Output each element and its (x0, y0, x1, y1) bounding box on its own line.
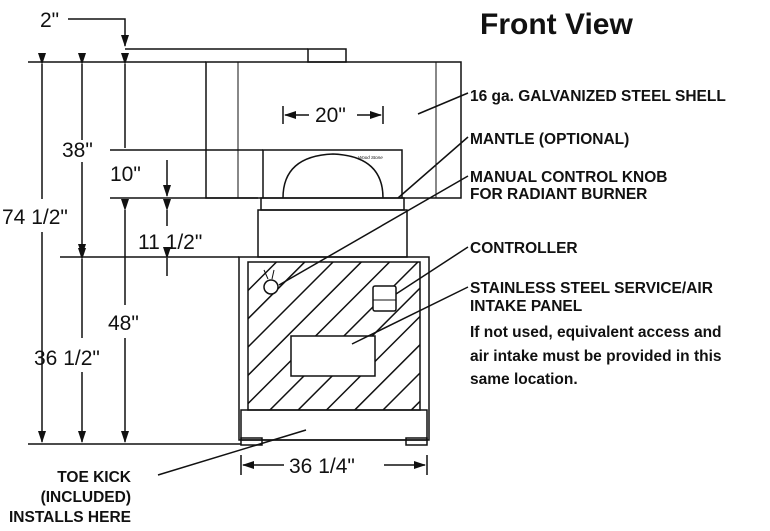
callout-panel-line2: INTAKE PANEL (470, 298, 582, 315)
mantle-face (257, 209, 408, 258)
flue-collar (307, 48, 347, 63)
dimension-lines (28, 18, 428, 475)
dim-mantle-height: 11 1/2" (138, 231, 202, 254)
callout-knob-line1: MANUAL CONTROL KNOB (470, 169, 667, 186)
callout-knob-line2: FOR RADIANT BURNER (470, 186, 647, 203)
callout-controller: CONTROLLER (470, 240, 578, 257)
callout-note-line3: same location. (470, 371, 578, 388)
steel-shell (205, 61, 462, 199)
dim-opening-width: 20" (315, 104, 346, 127)
oven-brand-mark: Wood Stone (358, 155, 383, 160)
callout-toe-line2: (INCLUDED) (41, 489, 131, 506)
callout-panel-line1: STAINLESS STEEL SERVICE/AIR (470, 280, 713, 297)
callout-shell: 16 ga. GALVANIZED STEEL SHELL (470, 88, 726, 105)
callout-toe-line3: INSTALLS HERE (9, 509, 131, 526)
toe-kick (240, 409, 428, 441)
dim-lower-height: 48" (108, 312, 139, 335)
intake-panel (290, 335, 376, 377)
callout-toe-line1: TOE KICK (57, 469, 132, 486)
callout-note-line1: If not used, equivalent access and (470, 324, 722, 341)
dim-base-height: 36 1/2" (34, 347, 100, 370)
dimension-labels: 2" 74 1/2" 38" 10" 11 1/2" 48" 36 1/2" 2… (2, 9, 355, 478)
dim-upper-height: 38" (62, 139, 93, 162)
callout-leaders (157, 92, 469, 476)
controller (372, 285, 397, 312)
callout-mantle: MANTLE (OPTIONAL) (470, 131, 629, 148)
oven-body: Wood Stone (205, 48, 462, 446)
dim-top-offset: 2" (40, 9, 59, 32)
callout-note-line2: air intake must be provided in this (470, 348, 722, 365)
control-knob (263, 279, 279, 295)
mantle (260, 197, 405, 211)
dim-overall-height: 74 1/2" (2, 206, 68, 229)
oven-dome (262, 149, 403, 198)
dim-base-width: 36 1/4" (289, 455, 355, 478)
page-title: Front View (480, 8, 633, 41)
dim-opening-height: 10" (110, 163, 141, 186)
callout-labels: 16 ga. GALVANIZED STEEL SHELL MANTLE (OP… (9, 88, 726, 526)
